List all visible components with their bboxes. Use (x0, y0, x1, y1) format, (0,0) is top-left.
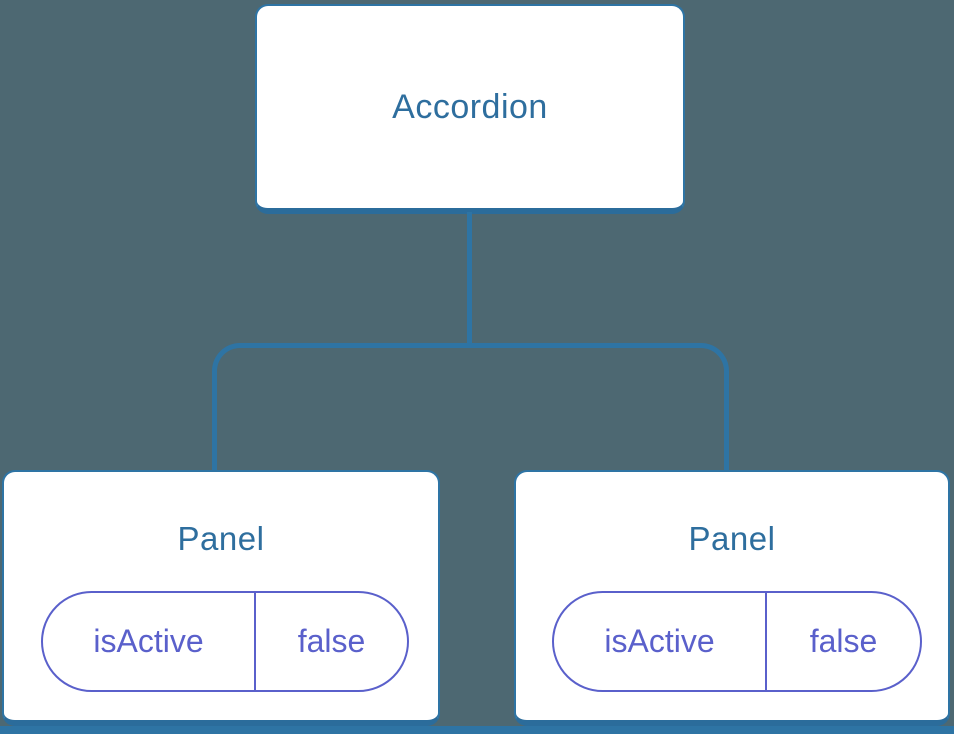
component-node-panel-right: Panel isActive false (514, 470, 950, 726)
component-node-panel-left: Panel isActive false (2, 470, 440, 726)
panel-node-label: Panel (177, 520, 265, 557)
connector-stem (467, 212, 472, 345)
connector-bracket (212, 343, 729, 470)
state-name: isActive (43, 593, 256, 690)
bottom-edge-line (0, 726, 954, 734)
state-value: false (297, 623, 366, 659)
panel-node-label: Panel (688, 520, 776, 557)
state-value: false (809, 623, 878, 659)
state-pill: isActive false (41, 591, 409, 692)
component-node-accordion: Accordion (255, 4, 685, 214)
accordion-node-label: Accordion (392, 87, 548, 126)
state-name: isActive (554, 593, 767, 690)
state-pill: isActive false (552, 591, 922, 692)
